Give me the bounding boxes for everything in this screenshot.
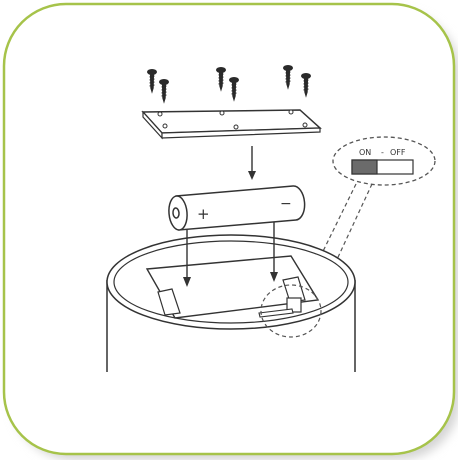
battery-negative-label: − [280,196,292,212]
frame [4,4,454,454]
switch-knob [352,160,377,174]
battery-positive-label: + [197,205,210,223]
switch-separator: - [381,148,384,157]
switch-off-label: OFF [390,148,406,157]
switch-on-label: ON [359,148,371,157]
